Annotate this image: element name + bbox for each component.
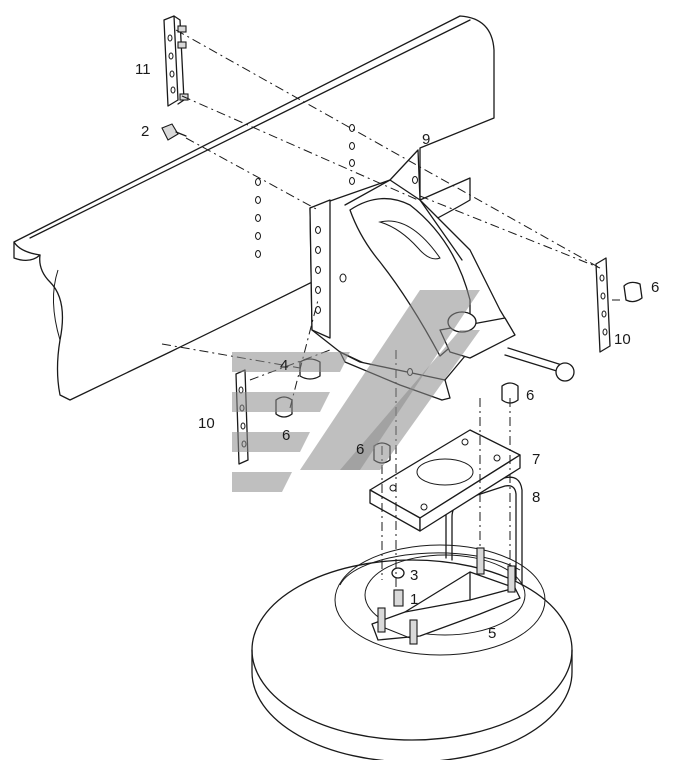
callout-6-left: 6 (282, 427, 290, 444)
callout-1: 1 (410, 591, 418, 608)
callout-9: 9 (422, 131, 430, 148)
clamp-plate (371, 547, 521, 645)
bolt-1 (393, 589, 404, 607)
spacer-plate (369, 429, 521, 532)
bolt-2 (161, 123, 187, 141)
callout-6-center-right: 6 (526, 387, 534, 404)
watermark-logo (232, 290, 480, 492)
assembly-lines (161, 29, 620, 590)
callouts: 11 2 9 6 10 4 6 10 6 6 7 8 3 1 5 (135, 61, 659, 642)
callout-3: 3 (410, 567, 418, 584)
callout-7: 7 (532, 451, 540, 468)
callout-8: 8 (532, 489, 540, 506)
callout-4: 4 (280, 357, 288, 374)
callout-5: 5 (488, 625, 496, 642)
callout-10-left: 10 (198, 415, 215, 432)
callout-11: 11 (135, 61, 151, 78)
frame-rail (13, 15, 495, 401)
nut-6-right (623, 281, 643, 303)
nut-6-center-right (501, 382, 519, 404)
callout-6-center-left: 6 (356, 441, 364, 458)
callout-6-right: 6 (651, 279, 659, 296)
long-bolt (504, 347, 575, 382)
callout-10-right: 10 (614, 331, 631, 348)
washer-3 (391, 567, 405, 579)
strip-plate-11 (163, 15, 189, 107)
frame-holes (255, 124, 355, 258)
callout-2: 2 (141, 123, 149, 140)
strip-plate-10-right (595, 257, 611, 353)
